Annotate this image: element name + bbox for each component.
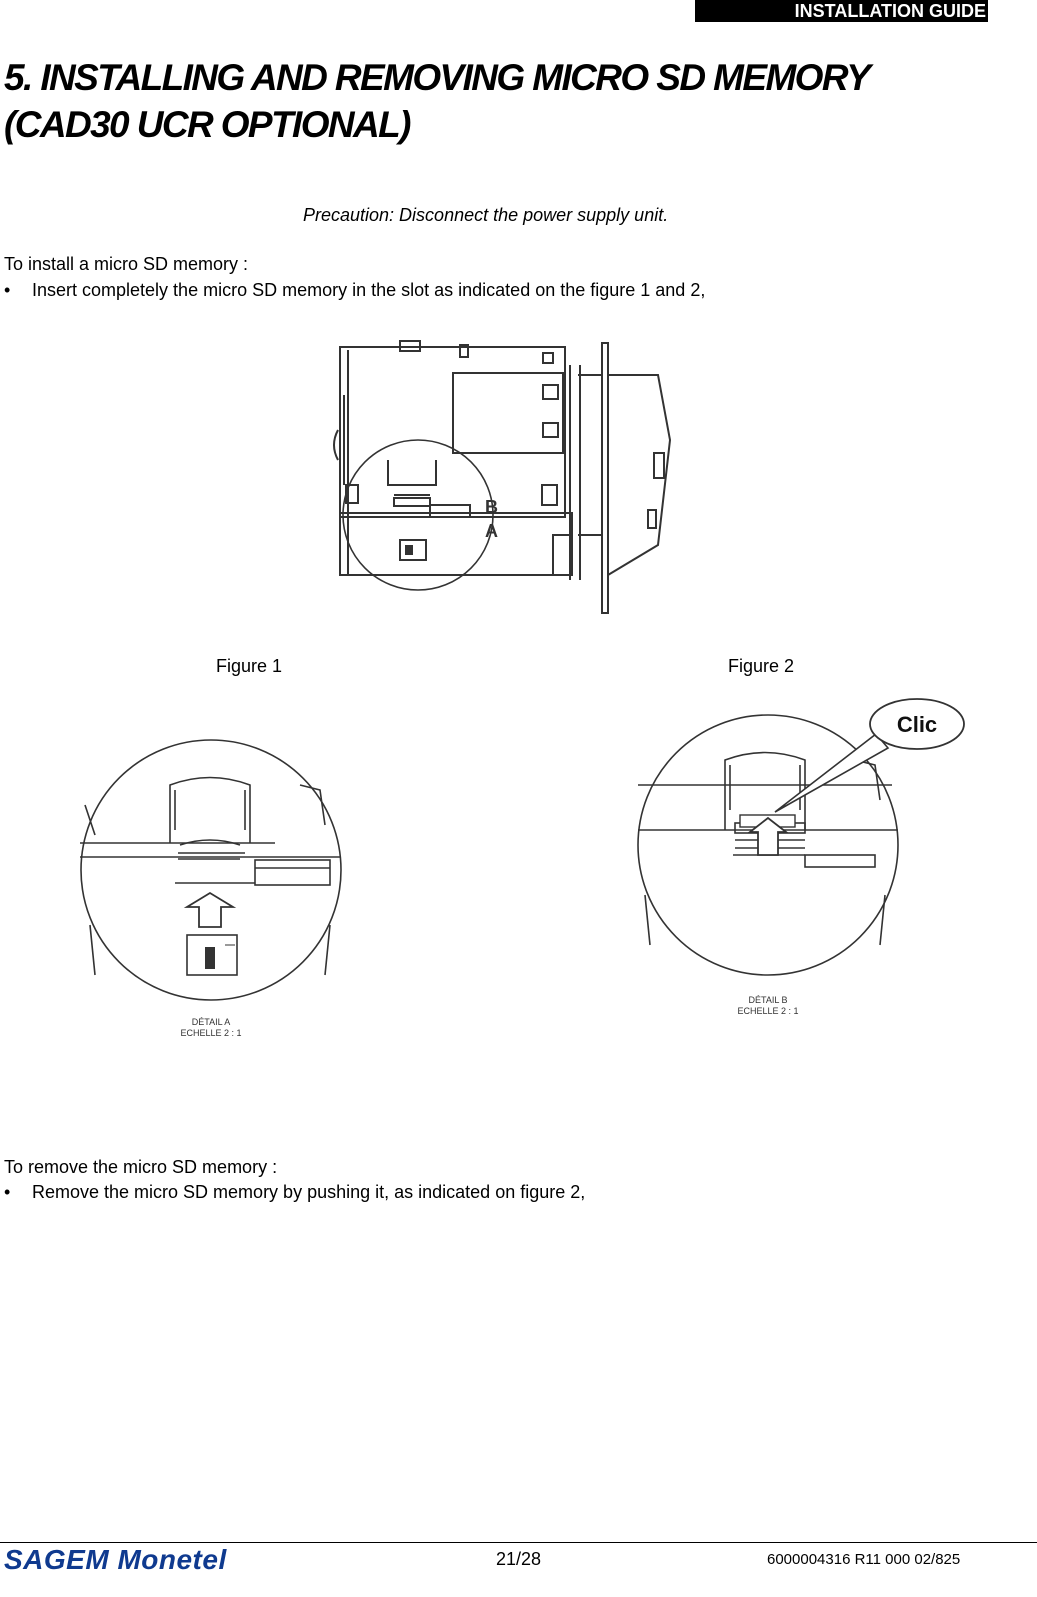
install-intro: To install a micro SD memory : xyxy=(4,254,249,274)
figure2-caption: Figure 2 xyxy=(728,656,795,676)
header-label: INSTALLATION GUIDE xyxy=(695,0,988,22)
section-title-line2: (CAD30 UCR OPTIONAL) xyxy=(4,104,411,145)
brand-logo: SAGEM Monetel xyxy=(4,1544,227,1575)
figure2-detail-b: Clic DÉTAIL B ECHELLE 2 : 1 xyxy=(637,698,965,1016)
detail-a-title: DÉTAIL A xyxy=(192,1017,231,1027)
remove-bullet-text: Remove the micro SD memory by pushing it… xyxy=(32,1182,586,1202)
device-drawing: B A xyxy=(333,340,672,614)
figure1-detail-a: DÉTAIL A ECHELLE 2 : 1 xyxy=(80,739,342,1038)
footer-divider xyxy=(0,1542,1037,1543)
remove-bullet: • Remove the micro SD memory by pushing i… xyxy=(4,1182,585,1203)
detail-b-title: DÉTAIL B xyxy=(748,995,787,1005)
precaution-note: Precaution: Disconnect the power supply … xyxy=(303,205,669,225)
remove-intro: To remove the micro SD memory : xyxy=(4,1157,278,1177)
install-bullet: • Insert completely the micro SD memory i… xyxy=(4,280,705,301)
clic-callout-label: Clic xyxy=(897,712,937,737)
detail-b-scale: ECHELLE 2 : 1 xyxy=(737,1006,798,1016)
section-title: 5. INSTALLING AND REMOVING MICRO SD MEMO… xyxy=(4,54,1024,148)
install-bullet-text: Insert completely the micro SD memory in… xyxy=(32,280,706,300)
detail-a-marker: A xyxy=(485,521,498,541)
page-number: 21/28 xyxy=(496,1549,542,1569)
detail-b-marker: B xyxy=(485,497,498,517)
document-reference: 6000004316 R11 000 02/825 xyxy=(767,1551,961,1568)
figure1-caption: Figure 1 xyxy=(216,656,283,676)
bullet-icon: • xyxy=(4,1182,11,1202)
detail-a-scale: ECHELLE 2 : 1 xyxy=(180,1028,241,1038)
section-title-line1: 5. INSTALLING AND REMOVING MICRO SD MEMO… xyxy=(4,57,871,98)
bullet-icon: • xyxy=(4,280,11,300)
